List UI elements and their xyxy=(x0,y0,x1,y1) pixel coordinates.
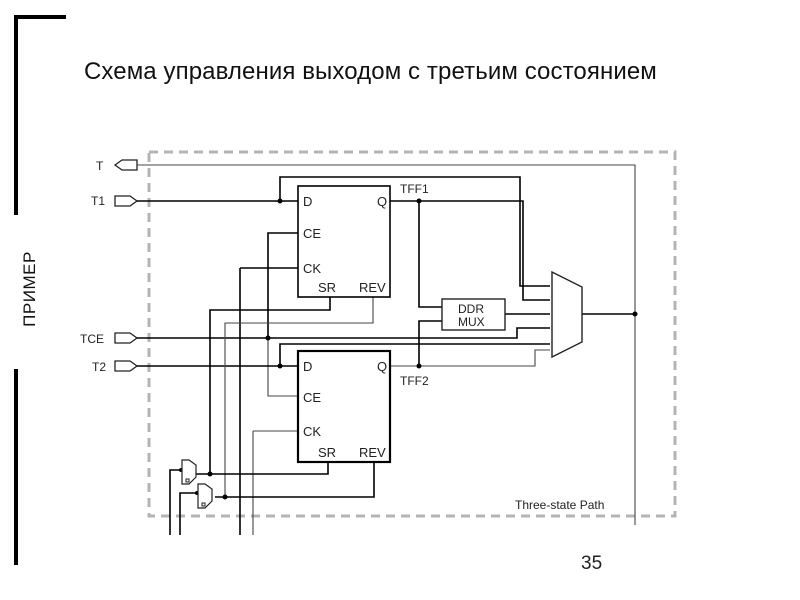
junction-sr xyxy=(207,471,213,477)
rev-gate-pin xyxy=(201,502,206,507)
ff2-name: TFF2 xyxy=(400,374,429,388)
junction-tff1 xyxy=(416,198,422,204)
port-t1-symbol xyxy=(114,195,139,207)
three-state-path-label: Three-state Path xyxy=(515,498,604,512)
ff1-pin-sr: SR xyxy=(318,280,336,295)
ff2-pin-sr: SR xyxy=(318,445,336,460)
ddr-mux-line1: DDR xyxy=(458,302,484,316)
port-t1: T1 xyxy=(91,194,139,208)
wire-tce-ce2 xyxy=(267,338,298,397)
flip-flop-2: D Q CE CK SR REV TFF2 xyxy=(296,349,429,464)
junction-tce xyxy=(265,335,271,341)
port-t2-symbol xyxy=(114,360,139,372)
ff1-pin-d: D xyxy=(303,194,312,209)
wire-t2-branch xyxy=(279,343,550,366)
sr-gate-pin xyxy=(185,478,190,483)
ff1-pin-ck: CK xyxy=(303,261,321,276)
ddr-mux-body xyxy=(441,298,506,331)
slide-title: Схема управления выходом с третьим состо… xyxy=(84,58,657,85)
ff1-name: TFF1 xyxy=(400,182,429,196)
three-state-path-boundary xyxy=(147,150,677,518)
corner-bracket-vertical-top xyxy=(14,15,18,215)
ff2-pin-q: Q xyxy=(377,359,387,374)
flip-flop-1: D Q CE CK SR REV TFF1 xyxy=(297,182,429,298)
corner-bracket-vertical-bottom xyxy=(14,369,18,565)
junction-mux-out xyxy=(632,311,638,317)
wire-tff2-q xyxy=(390,349,550,367)
port-t-label: T xyxy=(96,159,104,173)
wire-tff1-to-ddr xyxy=(418,201,442,308)
wires xyxy=(137,164,636,535)
ff1-pin-rev: REV xyxy=(359,280,386,295)
wire-rev1 xyxy=(224,297,374,497)
ff1-pin-q: Q xyxy=(377,194,387,209)
wire-sr1 xyxy=(209,297,331,474)
page-number: 35 xyxy=(581,553,603,574)
flip-flop-1-body xyxy=(297,185,391,298)
wire-ck2 xyxy=(252,430,298,535)
junction-t2 xyxy=(277,363,283,369)
wire-tff1-q xyxy=(390,200,550,301)
port-tce: TCE xyxy=(80,332,139,346)
wire-tce-ce1 xyxy=(267,232,298,338)
wire-ck1 xyxy=(239,267,298,535)
corner-bracket-horizontal xyxy=(14,15,66,19)
wire-t xyxy=(137,164,636,525)
ff2-pin-rev: REV xyxy=(359,445,386,460)
ddr-mux: DDR MUX xyxy=(441,298,506,331)
port-t2: T2 xyxy=(92,360,139,374)
junction-t1 xyxy=(277,198,283,204)
port-t1-label: T1 xyxy=(91,194,105,208)
flip-flop-2-body xyxy=(296,349,392,464)
junction-rev xyxy=(222,494,228,500)
sr-gate xyxy=(181,459,197,485)
wire-gate2-in xyxy=(179,492,197,535)
ff2-pin-ck: CK xyxy=(303,424,321,439)
wire-rev2 xyxy=(215,462,375,498)
output-multiplexer xyxy=(551,270,583,359)
wire-tff2-to-ddr xyxy=(418,320,442,366)
port-t-symbol xyxy=(113,159,138,171)
wire-tce-to-mux xyxy=(268,327,550,339)
rev-gate xyxy=(197,483,213,509)
port-tce-label: TCE xyxy=(80,332,104,346)
wire-t1-branch xyxy=(279,176,550,287)
ff2-pin-d: D xyxy=(303,359,312,374)
ddr-mux-line2: MUX xyxy=(458,315,485,329)
sr-gate-body xyxy=(181,459,197,485)
port-t2-label: T2 xyxy=(92,360,106,374)
ff2-pin-ce: CE xyxy=(303,390,321,405)
port-t: T xyxy=(96,159,138,173)
ff1-pin-ce: CE xyxy=(303,226,321,241)
wire-gate1-in xyxy=(169,469,181,535)
port-tce-symbol xyxy=(114,332,139,344)
junction-tff2 xyxy=(416,363,422,369)
wire-sr2 xyxy=(195,462,329,475)
rev-gate-body xyxy=(197,483,213,509)
